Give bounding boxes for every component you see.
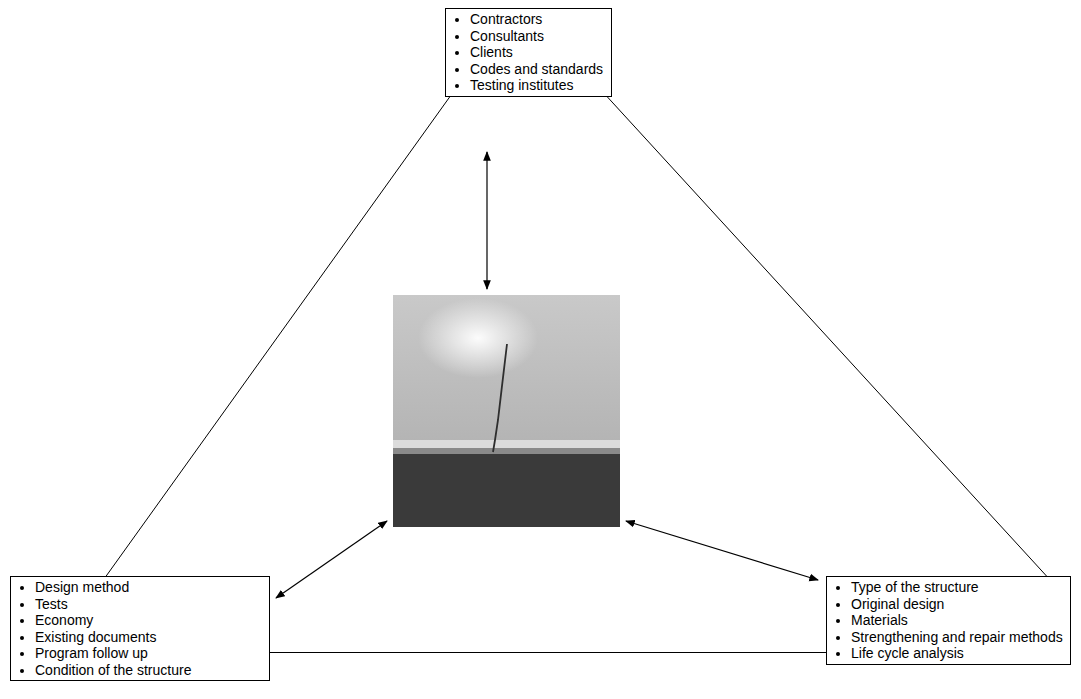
list-box: Type of the structureOriginal designMate… [826,576,1071,665]
list-item: Design method [35,579,265,596]
list-item: Original design [851,596,1066,613]
beam-underside [393,454,620,527]
bullet-list: Design methodTestsEconomyExisting docume… [15,579,265,678]
beam-ledge [393,440,620,448]
list-item: Clients [470,44,607,61]
double-arrow [486,152,487,289]
photo-background [393,295,620,527]
crack-line [493,344,507,452]
list-item: Materials [851,612,1066,629]
double-arrow [276,521,387,598]
list-item: Contractors [470,11,607,28]
list-item: Condition of the structure [35,662,265,679]
list-item: Strengthening and repair methods [851,629,1066,646]
triangle-line [106,97,450,577]
bullet-list: ContractorsConsultantsClientsCodes and s… [450,11,607,94]
list-item: Existing documents [35,629,265,646]
beam-photo [393,295,620,527]
list-item: Type of the structure [851,579,1066,596]
photo-glare [418,298,538,378]
list-item: Testing institutes [470,77,607,94]
list-item: Program follow up [35,645,265,662]
double-arrow [626,521,818,580]
triangle-line [270,652,826,653]
list-item: Tests [35,596,265,613]
list-item: Codes and standards [470,61,607,78]
beam-edge [393,448,620,454]
list-item: Life cycle analysis [851,645,1066,662]
triangle-line [607,97,1047,577]
list-item: Consultants [470,28,607,45]
bullet-list: Type of the structureOriginal designMate… [831,579,1066,662]
list-box: ContractorsConsultantsClientsCodes and s… [445,8,612,97]
list-item: Economy [35,612,265,629]
list-box: Design methodTestsEconomyExisting docume… [10,576,270,681]
